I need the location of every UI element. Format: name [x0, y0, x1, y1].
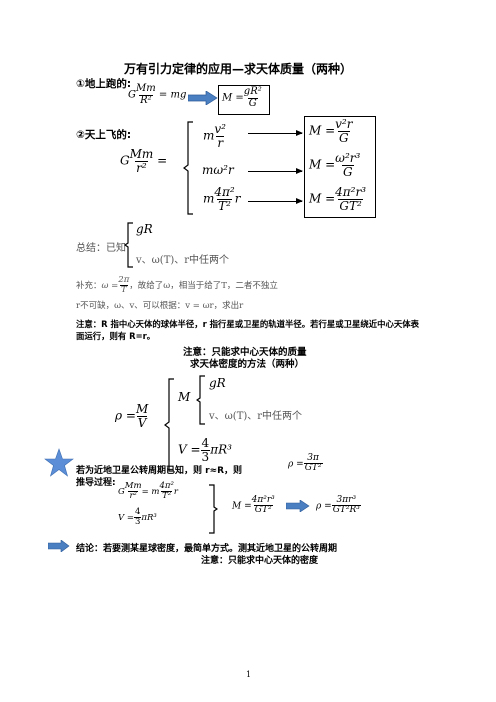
arrow-line: [248, 168, 303, 174]
density-M-item-2: v、ω(T)、r中任两个: [209, 411, 303, 422]
page-number: 1: [246, 670, 252, 679]
left-brace-icon: [183, 121, 193, 215]
left-brace-icon: [124, 222, 133, 268]
right-brace-icon: [209, 484, 218, 534]
note-density-only: 注意：只能求中心天体的密度: [201, 556, 319, 566]
section2-label: ②天上飞的:: [76, 129, 132, 141]
section1-label: ①地上跑的:: [76, 78, 132, 90]
right-arrow-icon: [188, 91, 218, 105]
arrow-line: [248, 198, 303, 204]
summary-item-1: gR: [136, 222, 153, 236]
arrow-line: [248, 130, 303, 136]
density-M-label: M: [178, 390, 191, 404]
summary-item-2: v、ω(T)、r中任两个: [136, 255, 230, 266]
left-brace-icon: [164, 378, 174, 472]
density-title: 求天体密度的方法（两种）: [190, 359, 305, 370]
note-radius: 注意：R 指中心天体的球体半径，r 指行星或卫星的轨道半径。若行星或卫星绕近中心…: [76, 319, 420, 341]
summary-label: 总结：已知: [76, 243, 126, 254]
section2-row2-left: mω²r: [202, 163, 234, 177]
left-brace-icon: [196, 375, 205, 425]
star-icon: [44, 448, 74, 477]
note-mass-only: 注意：只能求中心天体的质量: [183, 347, 307, 358]
near-satellite-text: 若为近地卫星公转周期已知，则 r≈R，则: [76, 466, 243, 476]
supplement-line-2: r不可缺，ω、v、可以根据：v = ωr，求出r: [76, 301, 244, 311]
page-title: 万有引力定律的应用—求天体质量（两种）: [124, 62, 353, 76]
conclusion: 结论：若要测某星球密度，最简单方式。测其近地卫星的公转周期: [76, 544, 338, 554]
right-arrow-icon: [286, 500, 310, 512]
section2-result-box: [304, 116, 376, 218]
section1-result-box: [218, 85, 270, 115]
density-M-item-1: gR: [209, 376, 226, 390]
derivation-label: 推导过程:: [76, 478, 116, 488]
right-arrow-icon: [48, 540, 70, 552]
